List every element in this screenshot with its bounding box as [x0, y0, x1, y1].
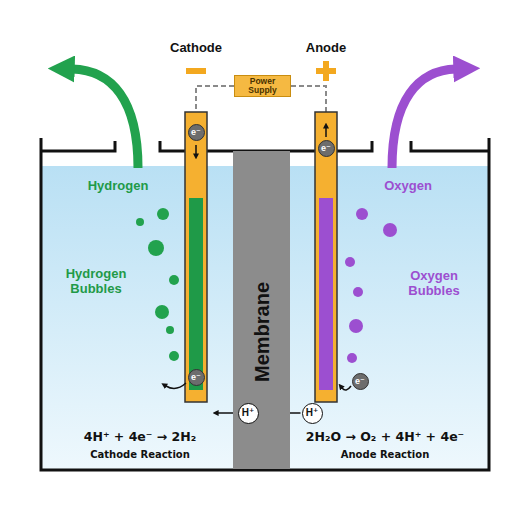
bubble: [136, 218, 144, 226]
oxygen-bubbles: [345, 208, 397, 363]
electron-flow-arrow: [166, 383, 186, 388]
electron-circle-text: e⁻: [355, 377, 365, 386]
gas-label: Hydrogen: [88, 179, 149, 194]
electron-circle: e⁻: [188, 369, 205, 386]
bubble: [353, 287, 363, 297]
reaction-caption: Anode Reaction: [341, 449, 430, 461]
electron-circle: e⁻: [318, 140, 335, 157]
tank-rim: [411, 141, 489, 151]
electrode-label: Cathode: [170, 41, 222, 56]
wire: [196, 86, 234, 112]
bubble: [148, 240, 164, 256]
bubble: [169, 351, 179, 361]
electron-flow-arrow: [342, 386, 351, 390]
bubble: [345, 257, 355, 267]
reaction-equation: 2H₂O → O₂ + 4H⁺ + 4e⁻: [306, 430, 464, 444]
plus-symbol: [323, 61, 329, 81]
electron-flow-arrow: [325, 128, 327, 137]
electron-circle: e⁻: [352, 373, 369, 390]
hydrogen-outflow-arrow: [72, 69, 138, 168]
minus-symbol: [186, 68, 206, 74]
gas-label: Oxygen: [384, 179, 432, 194]
electron-flow-arrow: [195, 145, 197, 154]
oxygen-outflow-arrow: [392, 69, 456, 168]
electron-circle-text: e⁻: [191, 128, 201, 137]
bubble: [383, 223, 397, 237]
cathode-active-area: [189, 198, 203, 390]
anode-active-area: [319, 198, 333, 390]
power-supply-box: Power Supply: [234, 75, 291, 97]
proton-circle-text: H⁺: [242, 408, 255, 418]
bubble: [157, 208, 169, 220]
electron-circle-text: e⁻: [191, 373, 201, 382]
bubble: [356, 208, 368, 220]
wire: [291, 86, 326, 112]
bubble: [347, 353, 357, 363]
proton-circle: H⁺: [302, 403, 323, 424]
proton-circle: H⁺: [238, 403, 259, 424]
bubble: [349, 319, 363, 333]
reaction-equation: 4H⁺ + 4e⁻ → 2H₂: [84, 430, 197, 444]
bubble: [169, 275, 179, 285]
tank-wall: [41, 138, 489, 470]
power-supply-box-text: Power Supply: [237, 77, 288, 95]
cathode-electrode: [185, 112, 207, 402]
electron-circle: e⁻: [188, 124, 205, 141]
bubbles-label: Hydrogen Bubbles: [56, 267, 136, 297]
bubble: [155, 305, 169, 319]
proton-circle-text: H⁺: [306, 408, 319, 418]
hydrogen-bubbles: [136, 208, 179, 361]
bubbles-label: Oxygen Bubbles: [394, 269, 474, 299]
reaction-caption: Cathode Reaction: [90, 449, 190, 461]
electron-circle-text: e⁻: [321, 144, 331, 153]
membrane-band-text: Membrane: [250, 282, 273, 382]
electrode-label: Anode: [306, 41, 346, 56]
tank-rim: [41, 141, 115, 151]
anode-electrode: [315, 112, 337, 402]
bubble: [166, 326, 174, 334]
